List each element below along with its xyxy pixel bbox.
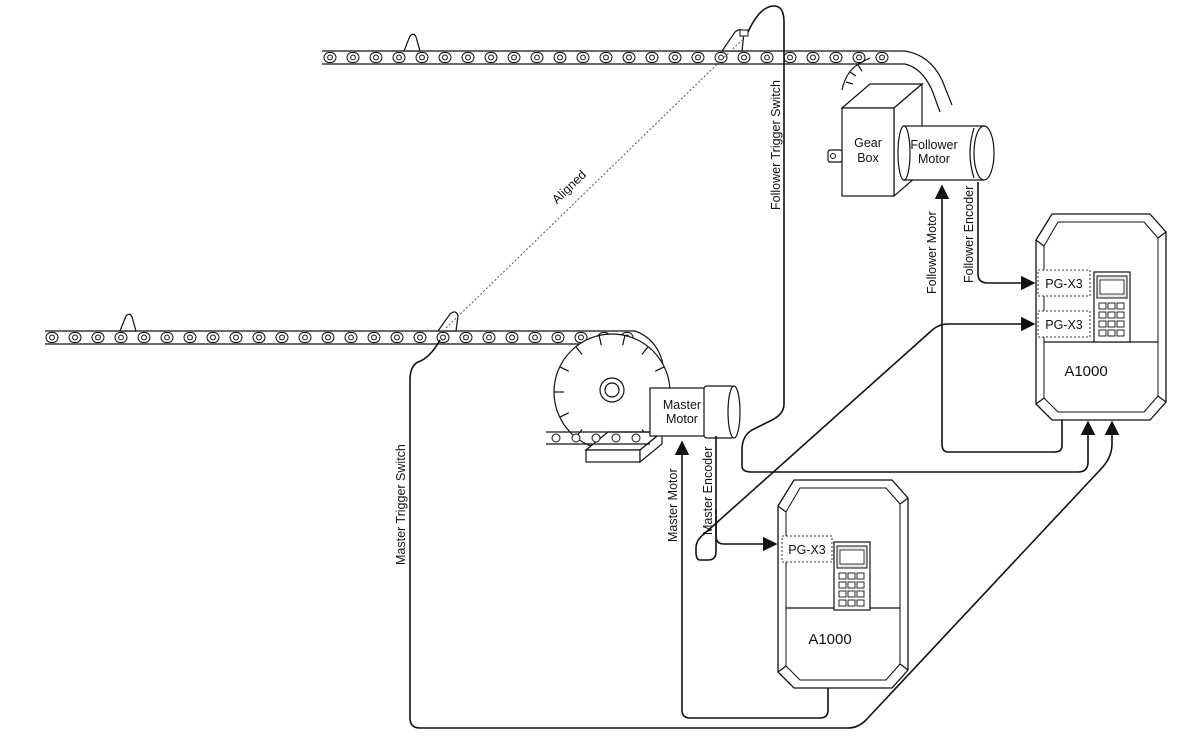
master-encoder-wire-to-follower (695, 316, 1036, 561)
master-encoder-wire-to-master (715, 436, 778, 552)
master-pg-x3 (781, 535, 833, 563)
master-trigger-switch-wire (409, 339, 1120, 729)
master-motor-label-1: Master (663, 398, 701, 412)
follower-motor-label-2: Motor (918, 152, 950, 166)
aligned-indicator-line (445, 39, 743, 329)
aligned-label: Aligned (549, 168, 589, 207)
follower-motor: Follower Motor (897, 125, 995, 181)
master-drive: PG-X3 A1000 (777, 479, 909, 689)
follower-pg-x3-top (1037, 269, 1091, 297)
master-pg-x3-label: PG-X3 (788, 543, 826, 557)
gear-box-label-2: Box (857, 151, 879, 165)
follower-conveyor (322, 29, 953, 113)
follower-pg-x3-bottom (1037, 310, 1091, 338)
master-gearbox (584, 430, 664, 464)
follower-encoder-label: Follower Encoder (962, 186, 976, 283)
follower-chain-links (323, 52, 889, 63)
master-motor-label-2: Motor (666, 412, 698, 426)
master-chain-links (45, 332, 634, 343)
follower-encoder-wire (977, 182, 1036, 291)
follower-pg-x3-bottom-label: PG-X3 (1045, 318, 1083, 332)
master-encoder-label: Master Encoder (701, 447, 715, 535)
follower-motor-wire (934, 184, 1063, 453)
master-chain-lug (119, 313, 137, 332)
follower-pg-x3-top-label: PG-X3 (1045, 277, 1083, 291)
follower-trigger-switch-label: Follower Trigger Switch (769, 80, 783, 210)
master-motor-wire (674, 440, 829, 719)
follower-sprocket (841, 57, 871, 91)
follower-motor-label-1: Follower (910, 138, 957, 152)
follower-motor-wire-label: Follower Motor (925, 211, 939, 294)
follower-drive: PG-X3 PG-X3 A1000 (1035, 213, 1167, 421)
master-trigger-switch-label: Master Trigger Switch (394, 444, 408, 565)
gear-box-label-1: Gear (854, 136, 882, 150)
master-chain-lug-aligned (436, 311, 459, 332)
master-motor: Master Motor (649, 385, 741, 439)
master-return-chain (546, 431, 650, 445)
master-motor-wire-label: Master Motor (666, 468, 680, 542)
follower-drive-label: A1000 (1064, 363, 1107, 380)
master-drive-label: A1000 (808, 631, 851, 648)
follower-chain-lug (403, 33, 421, 52)
follower-trigger-switch-wire (741, 5, 1096, 473)
